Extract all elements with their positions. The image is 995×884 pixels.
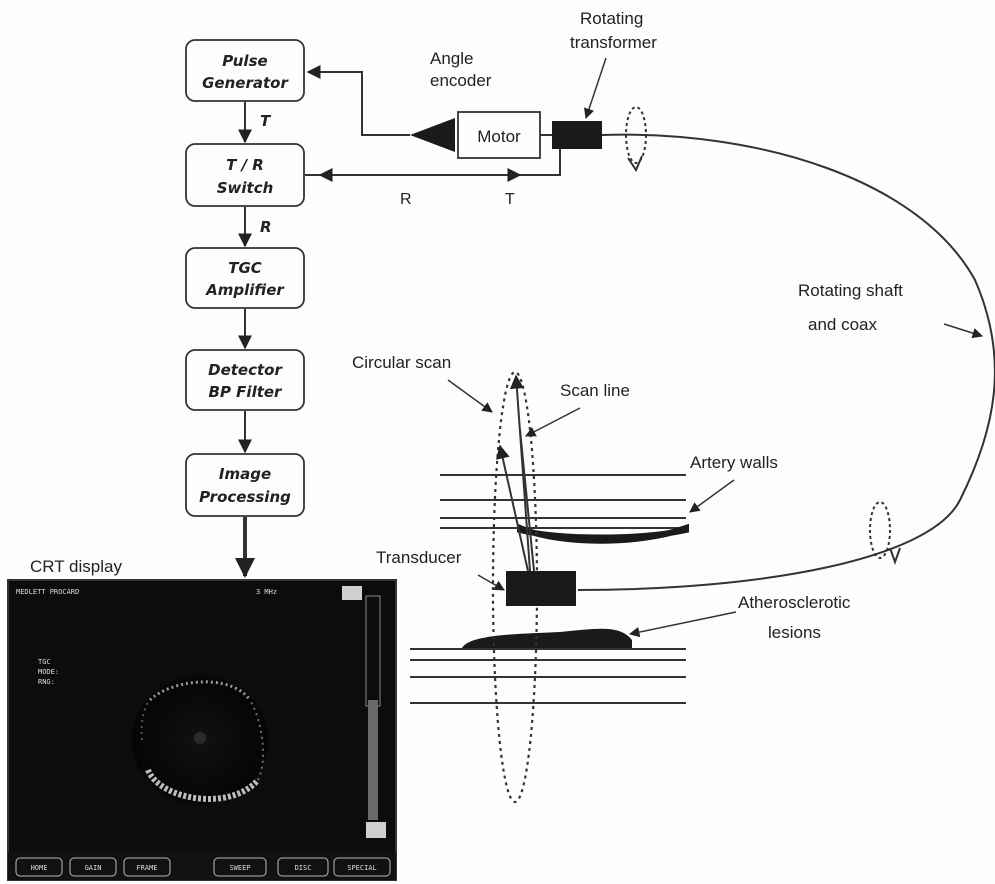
image-processing-line2: Processing (199, 488, 291, 506)
crt-header-right: 3 MHz (256, 588, 277, 596)
tr-switch-line1: T / R (226, 156, 264, 174)
tgc-amplifier-line1: TGC (228, 259, 262, 277)
detector-line2: BP Filter (209, 383, 284, 401)
upper-lesion (520, 528, 686, 541)
rotation-indicator-bottom (870, 502, 890, 558)
rotating-transformer-line1: Rotating (580, 9, 643, 28)
encoder-to-pulse-line (308, 72, 410, 135)
crt-softkey-special: SPECIAL (347, 864, 377, 872)
circular-scan-label: Circular scan (352, 353, 451, 372)
transducer-block (506, 571, 576, 606)
atherosclerotic-line1: Atherosclerotic (738, 593, 851, 612)
atherosclerotic-line2: lesions (768, 623, 821, 642)
motor-label: Motor (477, 127, 521, 146)
detector-bp-filter-block: Detector BP Filter (186, 350, 304, 410)
crt-screen: MEDLETT PROCARD 3 MHz TGC MODE: RNG: HOM… (8, 580, 396, 880)
tr-switch-block: T / R Switch (186, 144, 304, 206)
lesion-pointer (630, 612, 736, 634)
crt-softkey-home: HOME (31, 864, 48, 872)
scan-line-main (516, 376, 530, 571)
artery-walls-label: Artery walls (690, 453, 778, 472)
detector-line1: Detector (208, 361, 283, 379)
transducer-pointer (478, 575, 504, 590)
rotating-transformer-line2: transformer (570, 33, 657, 52)
artery-walls-pointer (690, 480, 734, 512)
transformer-pointer (586, 58, 606, 118)
crt-header-left: MEDLETT PROCARD (16, 588, 79, 596)
tgc-amplifier-block: TGC Amplifier (186, 248, 304, 308)
angle-encoder-line2: encoder (430, 71, 492, 90)
rotating-transformer-icon (552, 121, 602, 149)
angle-encoder-line1: Angle (430, 49, 473, 68)
crt-side-text-2: MODE: (38, 668, 59, 676)
circular-scan-pointer (448, 380, 492, 412)
crt-display-label: CRT display (30, 557, 122, 576)
signal-t-label: T (260, 112, 272, 130)
angle-encoder-icon (410, 118, 455, 152)
transducer-label: Transducer (376, 548, 462, 567)
image-processing-block: Image Processing (186, 454, 304, 516)
crt-softkey-disc: DISC (295, 864, 312, 872)
crt-bottom-indicator (366, 822, 386, 838)
rotating-shaft-line2: and coax (808, 315, 877, 334)
transmit-label: T (505, 191, 515, 208)
crt-corner-indicator (342, 586, 362, 600)
crt-grayscale-bar (368, 700, 378, 820)
crt-side-text-1: TGC (38, 658, 51, 666)
rotating-shaft-path (578, 135, 995, 590)
receive-label: R (400, 191, 412, 208)
pulse-generator-block: Pulse Generator (186, 40, 304, 101)
scan-line-label: Scan line (560, 381, 630, 400)
pulse-generator-line1: Pulse (222, 52, 267, 70)
crt-softkey-frame: FRAME (136, 864, 157, 872)
artery-lower-walls (410, 649, 686, 703)
pulse-generator-line2: Generator (202, 74, 289, 92)
signal-r-label: R (260, 218, 272, 236)
crt-softkey-sweep: SWEEP (229, 864, 250, 872)
tr-switch-line2: Switch (217, 179, 274, 197)
scan-line-pointer (526, 408, 580, 436)
crt-softkey-gain: GAIN (85, 864, 102, 872)
lower-lesion (462, 629, 632, 648)
shaft-pointer (944, 324, 982, 336)
artery-upper-walls (440, 475, 686, 528)
rotating-shaft-line1: Rotating shaft (798, 281, 903, 300)
crt-side-text-3: RNG: (38, 678, 55, 686)
tgc-amplifier-line2: Amplifier (205, 281, 285, 299)
image-processing-line1: Image (219, 465, 271, 483)
ultrasound-image (132, 676, 268, 804)
